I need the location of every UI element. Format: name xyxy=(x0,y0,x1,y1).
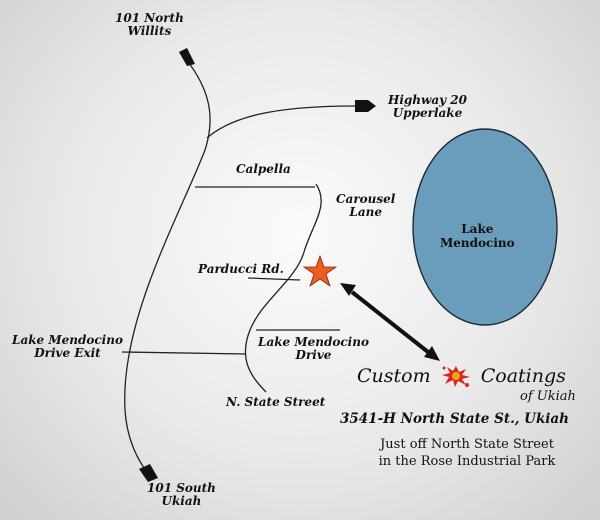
highway-20-road xyxy=(206,105,356,139)
carousel-line-2: Lane xyxy=(349,205,382,219)
exit-line-2: Drive Exit xyxy=(34,346,101,360)
east-arrow-icon xyxy=(355,100,376,112)
north-route-text: 101 North xyxy=(115,11,184,25)
parducci-label: Parducci Rd. xyxy=(198,262,284,276)
south-route-text: 101 South xyxy=(147,481,216,495)
logo-subline: of Ukiah xyxy=(520,389,576,404)
east-route-text: Highway 20 xyxy=(388,93,467,107)
south-city-text: Ukiah xyxy=(161,494,202,508)
state-street-label: N. State Street xyxy=(226,395,326,409)
directions-note: Just off North State Street in the Rose … xyxy=(352,436,582,470)
lake-drive-line-2: Drive xyxy=(295,348,332,362)
highway-101 xyxy=(124,57,211,473)
logo-word-custom: Custom xyxy=(357,365,431,387)
star-icon xyxy=(302,254,338,288)
north-city-text: Willits xyxy=(127,24,172,38)
exit-line-1: Lake Mendocino xyxy=(12,333,123,347)
east-destination-label: Highway 20 Upperlake xyxy=(388,94,467,120)
business-logo: Custom Coatings xyxy=(357,363,566,389)
exit-road xyxy=(121,351,247,355)
note-line-2: in the Rose Industrial Park xyxy=(378,454,556,469)
calpella-label: Calpella xyxy=(236,162,291,176)
lake-mendocino-drive-label: Lake Mendocino Drive xyxy=(258,336,369,362)
double-arrow-icon xyxy=(340,283,440,361)
lake-label: Lake Mendocino xyxy=(440,222,515,250)
paint-splash-icon xyxy=(441,366,470,387)
lake-mendocino xyxy=(412,128,558,326)
carousel-lane-label: Carousel Lane xyxy=(336,193,395,219)
lake-label-line-2: Mendocino xyxy=(440,236,515,250)
east-city-text: Upperlake xyxy=(392,106,463,120)
north-arrow-icon xyxy=(179,48,195,66)
lake-label-line-1: Lake xyxy=(461,222,494,236)
south-destination-label: 101 South Ukiah xyxy=(147,482,216,508)
exit-label: Lake Mendocino Drive Exit xyxy=(12,334,123,360)
north-destination-label: 101 North Willits xyxy=(115,12,184,38)
note-line-1: Just off North State Street xyxy=(380,437,554,452)
south-arrow-icon xyxy=(139,464,158,482)
carousel-line-1: Carousel xyxy=(336,192,396,206)
lake-drive-line-1: Lake Mendocino xyxy=(258,335,369,349)
business-address: 3541-H North State St., Ukiah xyxy=(340,411,569,427)
state-street-road xyxy=(244,183,322,393)
logo-word-coatings: Coatings xyxy=(480,365,566,387)
parducci-road xyxy=(247,277,301,281)
